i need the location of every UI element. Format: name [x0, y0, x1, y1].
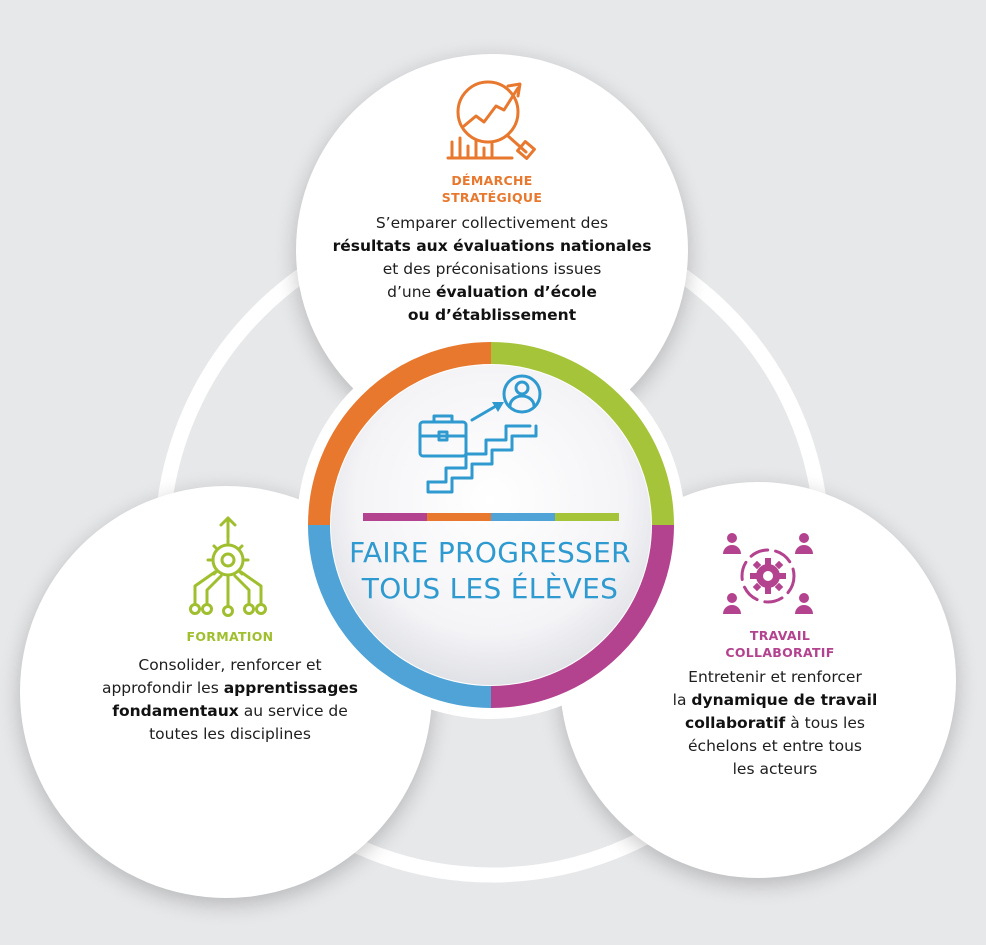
text-span: à tous les	[785, 714, 865, 732]
gear-network-icon	[189, 516, 267, 617]
text-line: Consolider, renforcer et	[138, 656, 322, 674]
text-bold: résultats aux évaluations nationales	[332, 237, 652, 255]
pillar-label-strategy: DÉMARCHE STRATÉGIQUE	[386, 172, 598, 206]
label-line: TRAVAIL	[749, 628, 811, 643]
pillar-text-strategy: S’emparer collectivement des résultats a…	[312, 212, 672, 327]
career-stairs-icon	[418, 374, 542, 494]
center-title: FAIRE PROGRESSER TOUS LES ÉLÈVES	[320, 535, 660, 607]
team-gear-icon	[723, 533, 813, 614]
text-line: les acteurs	[732, 760, 818, 778]
color-bar	[363, 513, 619, 521]
text-line: et des préconisations issues	[382, 260, 602, 278]
text-line: S’emparer collectivement des	[375, 214, 609, 232]
text-bold: dynamique de travail	[691, 691, 878, 709]
text-line: échelons et entre tous	[688, 737, 862, 755]
center-title-line: FAIRE PROGRESSER	[349, 536, 631, 569]
text-bold: ou d’établissement	[407, 306, 577, 324]
growth-chart-icon	[446, 80, 536, 160]
label-line: STRATÉGIQUE	[441, 190, 543, 205]
pillar-text-collaboration: Entretenir et renforcer la dynamique de …	[640, 666, 910, 781]
center-ring	[297, 331, 685, 719]
ring-segment-green	[490, 342, 674, 526]
text-span: la	[672, 691, 692, 709]
text-bold: évaluation d’école	[436, 283, 597, 301]
ring-segment-magenta	[490, 524, 674, 708]
pillar-text-training: Consolider, renforcer et approfondir les…	[70, 654, 390, 746]
text-span: approfondir les	[101, 679, 224, 697]
label-line: FORMATION	[186, 629, 274, 644]
ring-segment-orange	[308, 342, 492, 526]
text-line: Entretenir et renforcer	[688, 668, 862, 686]
label-line: DÉMARCHE	[451, 173, 533, 188]
text-bold: apprentissages	[223, 679, 359, 697]
ring-segment-blue	[308, 524, 492, 708]
text-bold: collaboratif	[685, 714, 786, 732]
text-span: d’une	[387, 283, 437, 301]
center-title-line: TOUS LES ÉLÈVES	[361, 572, 619, 605]
label-line: COLLABORATIF	[725, 645, 835, 660]
text-span: au service de	[238, 702, 348, 720]
text-bold: fondamentaux	[112, 702, 239, 720]
pillar-label-training: FORMATION	[130, 628, 330, 645]
pillar-label-collaboration: TRAVAIL COLLABORATIF	[680, 627, 880, 661]
text-line: toutes les disciplines	[149, 725, 311, 743]
